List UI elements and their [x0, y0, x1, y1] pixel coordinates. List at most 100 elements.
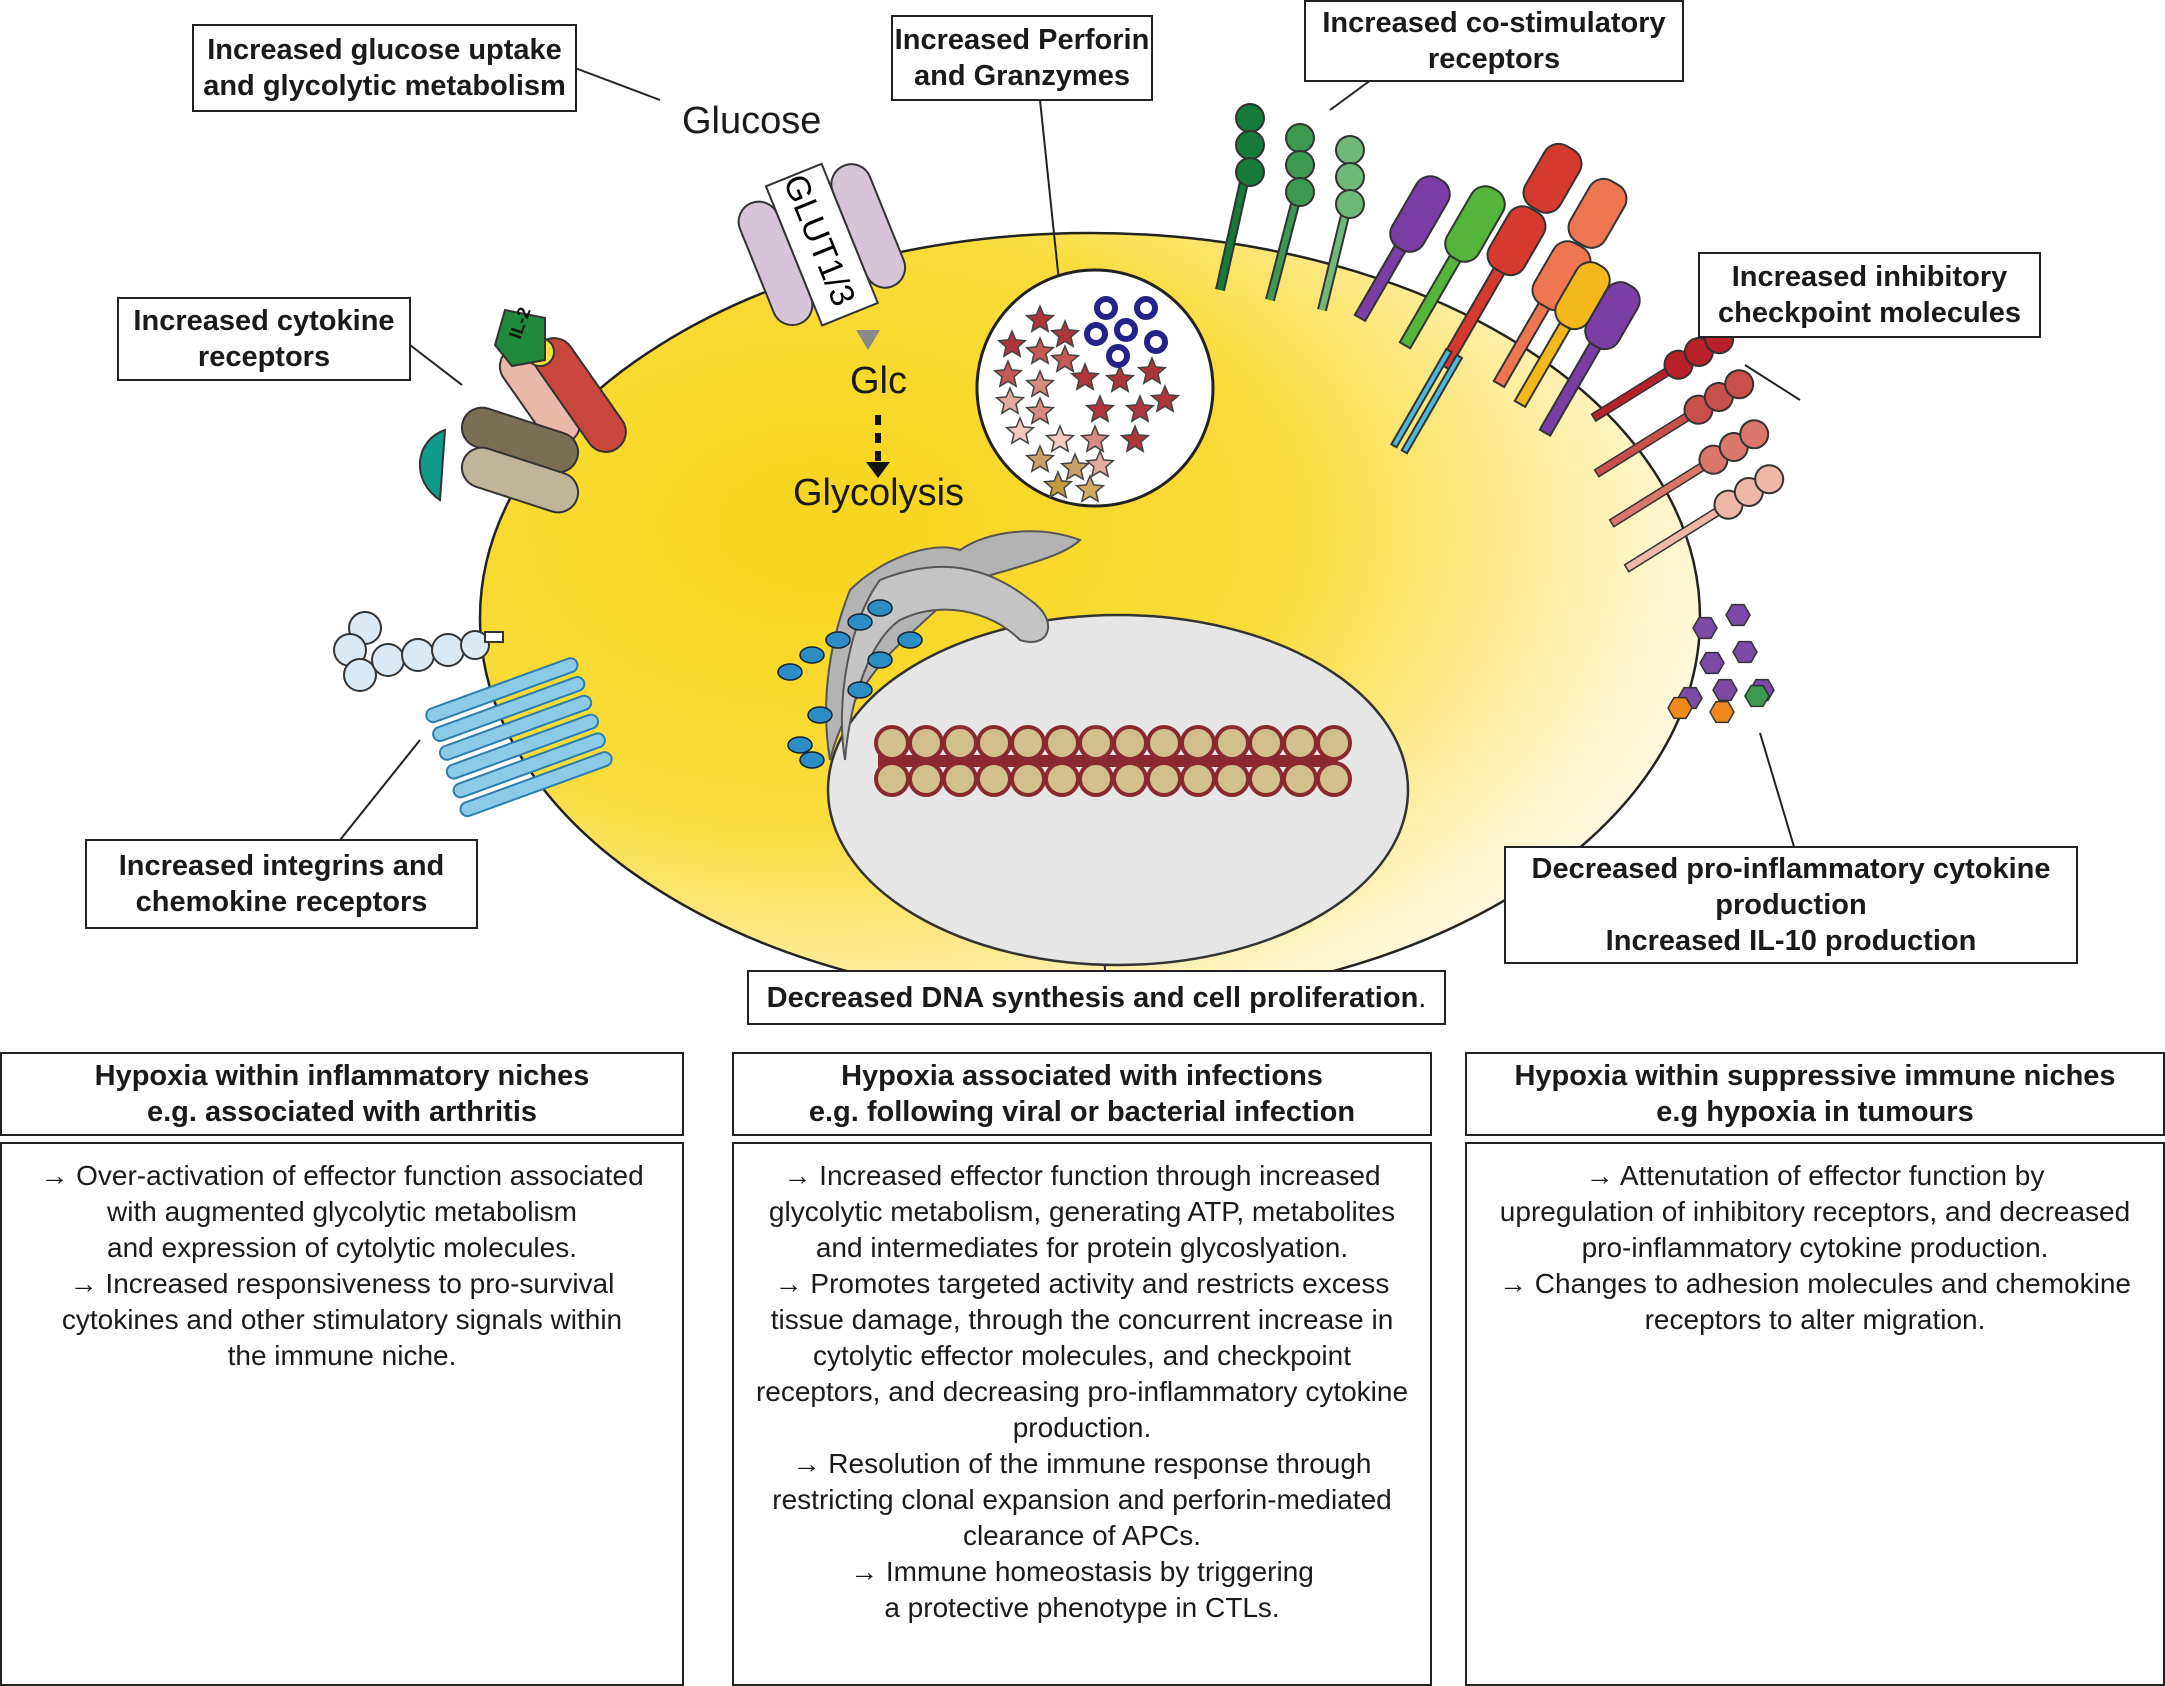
label-proinflammatory-line-2: production	[1715, 889, 1867, 921]
label-glucose-uptake: Increased glucose uptake and glycolytic …	[192, 24, 577, 112]
label-costim: Increased co-stimulatory receptors	[1304, 0, 1684, 82]
label-perforin-line-2: and Granzymes	[914, 60, 1130, 92]
label-costim-line-1: Increased co-stimulatory	[1322, 7, 1666, 39]
nucleosome	[1316, 761, 1352, 797]
il2-receptor: IL-2	[493, 304, 627, 453]
cytokine-hexagon	[1699, 651, 1725, 675]
column-body-inflammatory-line-2: with augmented glycolytic metabolism	[107, 1196, 577, 1227]
nucleosome	[976, 761, 1012, 797]
label-glucose-uptake-line-2: and glycolytic metabolism	[203, 70, 566, 102]
cytokine-hexagon	[1692, 616, 1718, 640]
nucleosome	[908, 761, 944, 797]
column-heading-suppressive-line-2: e.g hypoxia in tumours	[1656, 1096, 1974, 1128]
nucleosome	[1316, 725, 1352, 761]
nucleosome	[908, 725, 944, 761]
label-cytokine-receptors-line-2: receptors	[197, 341, 331, 373]
column-body-inflammatory-line-6: the immune niche.	[227, 1340, 457, 1371]
label-integrins: Increased integrins and chemokine recept…	[85, 839, 478, 929]
nucleosome	[1248, 761, 1284, 797]
nucleosome	[1078, 761, 1114, 797]
cytokine-receptor-teal	[418, 406, 580, 514]
nucleosome	[874, 725, 910, 761]
granzyme-star	[1079, 424, 1111, 453]
column-body-inflammatory-line-5: cytokines and other stimulatory signals …	[61, 1304, 623, 1335]
column-body-inflammatory-line-4: → Increased responsiveness to pro-surviv…	[69, 1268, 615, 1299]
column-body-infections-line-2: glycolytic metabolism, generating ATP, m…	[768, 1196, 1396, 1227]
column-heading-infections-line-1: Hypoxia associated with infections	[841, 1060, 1323, 1092]
label-cytokine-receptors: Increased cytokine receptors	[117, 297, 411, 381]
column-heading-inflammatory-line-2: e.g. associated with arthritis	[147, 1096, 537, 1128]
costim-bar-receptors	[1353, 142, 1641, 455]
column-body-infections-line-10: restricting clonal expansion and perfori…	[772, 1484, 1392, 1515]
column-body-infections-line-11: clearance of APCs.	[962, 1520, 1202, 1551]
glut-transporter: GLUT1/3	[737, 162, 907, 327]
label-dna-text: Decreased DNA synthesis and cell prolife…	[767, 980, 1427, 1016]
label-cytokine-receptors-line-1: Increased cytokine	[133, 305, 395, 337]
granzyme-star	[1084, 449, 1116, 478]
granzyme-star	[1074, 474, 1106, 503]
granzyme-star	[1124, 394, 1156, 423]
nucleosome	[1282, 725, 1318, 761]
integrin-beads	[333, 611, 504, 692]
column-body-infections-line-13: a protective phenotype in CTLs.	[884, 1592, 1280, 1623]
granzyme-star	[1044, 424, 1076, 453]
cytokine-hexagon	[1667, 696, 1693, 720]
nucleosome	[1214, 761, 1250, 797]
column-body-infections-line-4: → Promotes targeted activity and restric…	[774, 1268, 1390, 1299]
granzyme-star	[1084, 394, 1116, 423]
ribosomes	[777, 599, 923, 769]
column-heading-infections-line-2: e.g. following viral or bacterial infect…	[808, 1096, 1356, 1128]
granzyme-star	[1104, 364, 1136, 393]
label-inhibitory: Increased inhibitory checkpoint molecule…	[1698, 252, 2041, 338]
nucleosome	[1180, 761, 1216, 797]
granzyme-star	[1119, 424, 1151, 453]
nucleosome	[1180, 725, 1216, 761]
nucleosome	[1248, 725, 1284, 761]
nucleosome	[874, 761, 910, 797]
label-proinflammatory: Decreased pro-inflammatory cytokine prod…	[1504, 846, 2078, 964]
granzyme-stars	[992, 304, 1181, 503]
column-body-suppressive-line-3: pro-inflammatory cytokine production.	[1581, 1232, 2049, 1263]
column-body-infections-line-6: cytolytic effector molecules, and checkp…	[813, 1340, 1351, 1371]
granzyme-star	[994, 386, 1026, 415]
nucleosome	[1010, 761, 1046, 797]
column-heading-inflammatory: Hypoxia within inflammatory niches e.g. …	[0, 1052, 684, 1136]
column-body-infections-line-12: → Immune homeostasis by triggering	[850, 1556, 1314, 1587]
granzyme-star	[1024, 369, 1056, 398]
glc-text: Glc	[850, 360, 907, 402]
secreted-cytokines	[1667, 603, 1775, 724]
costim-bead-receptors	[1215, 103, 1365, 312]
column-body-suppressive-line-5: receptors to alter migration.	[1644, 1304, 1986, 1335]
label-dna-period: .	[1418, 981, 1427, 1014]
label-costim-line-2: receptors	[1427, 43, 1561, 75]
cytokine-hexagon	[1725, 603, 1751, 627]
column-body-infections-line-7: receptors, and decreasing pro-inflammato…	[755, 1376, 1409, 1407]
nucleosome	[1044, 761, 1080, 797]
column-body-infections-line-5: tissue damage, through the concurrent in…	[770, 1304, 1394, 1335]
granzyme-star	[1149, 384, 1181, 413]
column-heading-inflammatory-line-1: Hypoxia within inflammatory niches	[94, 1060, 590, 1092]
label-dna-main: Decreased DNA synthesis and cell prolife…	[766, 981, 1419, 1014]
granzyme-star	[1059, 452, 1091, 481]
nucleosome	[942, 725, 978, 761]
glut-arrowhead	[856, 330, 880, 350]
column-body-inflammatory-line-3: and expression of cytolytic molecules.	[107, 1232, 577, 1263]
column-body-suppressive-line-1: → Attenutation of effector function by	[1585, 1160, 2045, 1191]
column-body-infections-line-3: and intermediates for protein glycoslyat…	[815, 1232, 1349, 1263]
granzyme-star	[1024, 396, 1056, 425]
column-body-suppressive-line-2: upregulation of inhibitory receptors, an…	[1499, 1196, 2131, 1227]
column-body-infections-line-9: → Resolution of the immune response thro…	[792, 1448, 1372, 1479]
label-proinflammatory-line-3: Increased IL-10 production	[1605, 925, 1977, 957]
inhibitory-checkpoint-receptors	[1590, 324, 1785, 573]
column-body-infections-line-1: → Increased effector function through in…	[783, 1160, 1381, 1191]
nucleosome	[1078, 725, 1114, 761]
nucleosome	[1010, 725, 1046, 761]
cytokine-hexagon	[1744, 684, 1770, 708]
nucleosome	[1146, 761, 1182, 797]
label-inhibitory-line-1: Increased inhibitory	[1731, 261, 2008, 293]
label-perforin-line-1: Increased Perforin	[894, 24, 1150, 56]
cytokine-hexagon	[1712, 678, 1738, 702]
label-integrins-line-2: chemokine receptors	[135, 886, 428, 918]
glucose-text: Glucose	[682, 100, 822, 142]
column-heading-suppressive: Hypoxia within suppressive immune niches…	[1465, 1052, 2165, 1136]
